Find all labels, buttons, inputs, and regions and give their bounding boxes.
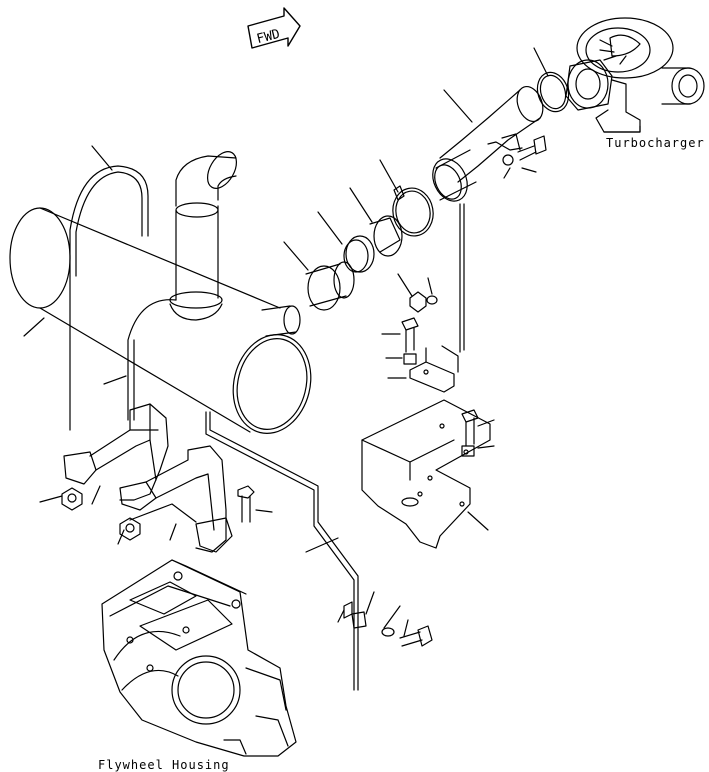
hanger-rod <box>459 203 465 353</box>
pipe-clip <box>343 601 433 647</box>
exhaust-tube <box>432 85 544 202</box>
muffler-brackets <box>63 403 233 553</box>
middle-fasteners <box>401 291 479 457</box>
u-bolt-bottom <box>69 275 177 431</box>
muffler <box>9 151 312 434</box>
flywheel-housing-label: Flywheel Housing <box>98 758 230 772</box>
clamp <box>392 185 434 237</box>
tube-bolt <box>502 135 547 166</box>
flywheel-housing <box>101 559 297 757</box>
fwd-label: FWD <box>255 27 282 47</box>
u-bolt-top <box>69 165 149 277</box>
drain-pipe <box>205 411 355 691</box>
sleeve-rings <box>305 215 403 311</box>
left-fasteners <box>61 485 255 541</box>
turbocharger-label: Turbocharger <box>606 136 705 150</box>
leader-lines <box>23 47 549 637</box>
turbocharger <box>565 17 705 133</box>
fwd-arrow-icon: FWD <box>247 7 301 49</box>
support-bracket <box>361 345 491 549</box>
